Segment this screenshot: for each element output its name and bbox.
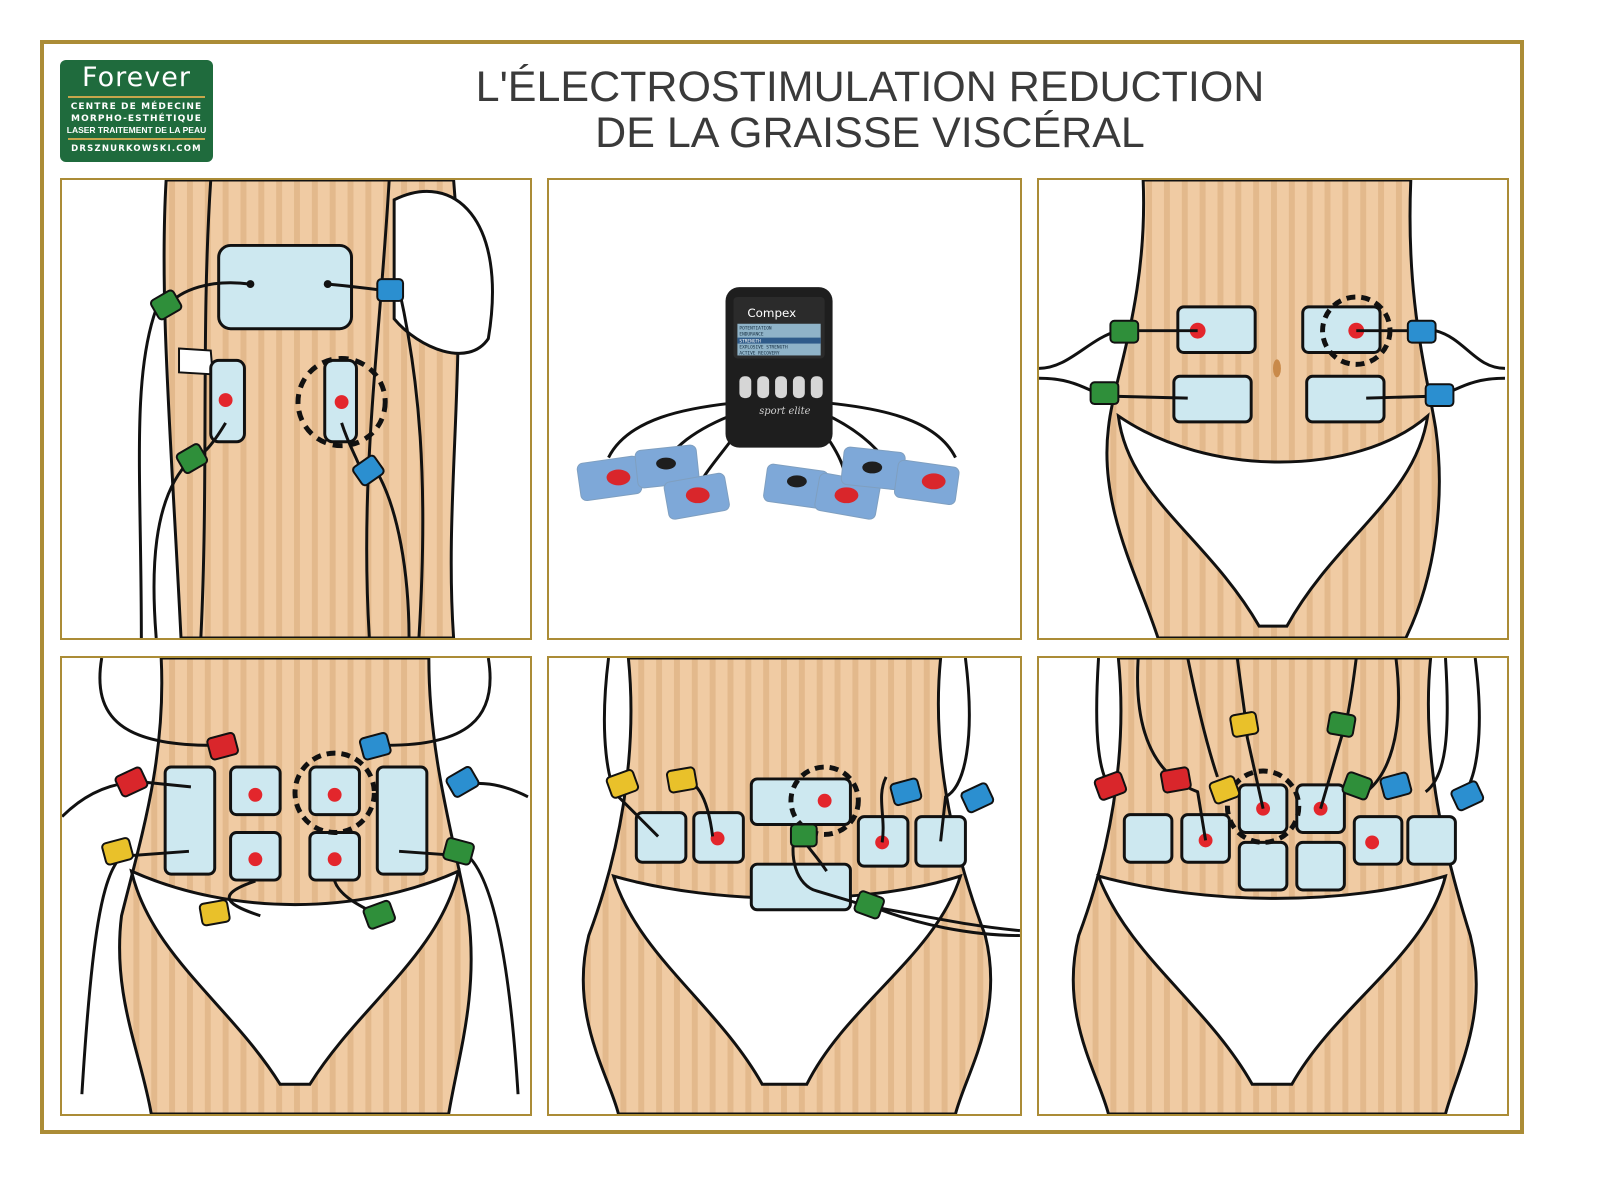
lower-abdomen-c-illustration <box>1071 658 1485 1114</box>
device-brand: Compex <box>747 306 796 320</box>
panel-front-waist <box>1037 178 1509 640</box>
clinic-logo: Forever CENTRE DE MÉDECINE MORPHO-ESTHÉT… <box>60 60 213 162</box>
device-menu-4: EXPLOSIVE STRENGTH <box>739 345 788 351</box>
logo-line-3: LASER TRAITEMENT DE LA PEAU <box>66 125 207 135</box>
page-title: L'ÉLECTROSTIMULATION REDUCTION DE LA GRA… <box>330 64 1410 156</box>
logo-line-1: CENTRE DE MÉDECINE <box>70 102 203 112</box>
logo-url: DRSZNURKOWSKI.COM <box>71 144 202 154</box>
panel-device: Compex POTENTIATION ENDURANCE STRENGTH E… <box>547 178 1022 640</box>
panel-lower-abdomen-a <box>60 656 532 1116</box>
side-view-illustration <box>137 180 494 638</box>
title-line-1: L'ÉLECTROSTIMULATION REDUCTION <box>475 63 1265 111</box>
logo-divider-2 <box>68 138 205 140</box>
device-menu-3: STRENGTH <box>739 339 761 345</box>
panel-lower-abdomen-c <box>1037 656 1509 1116</box>
lower-abdomen-a-illustration <box>62 658 529 1114</box>
logo-divider <box>68 96 205 98</box>
device-menu-1: POTENTIATION <box>739 326 771 332</box>
svg-text:POTENTIATION ENDURANCE: POTENTIATION ENDURANCE STRENGTH EXPLOSIV… <box>739 326 790 357</box>
panel-lower-abdomen-b <box>547 656 1022 1116</box>
lower-abdomen-b-illustration <box>581 658 1020 1114</box>
device-illustration: Compex POTENTIATION ENDURANCE STRENGTH E… <box>576 287 960 520</box>
device-model: sport elite <box>759 406 810 417</box>
logo-brand: Forever <box>82 62 191 93</box>
device-menu-5: ACTIVE RECOVERY <box>739 350 780 356</box>
device-menu-2: ENDURANCE <box>739 332 763 338</box>
title-line-2: DE LA GRAISSE VISCÉRAL <box>595 109 1145 157</box>
logo-line-2: MORPHO-ESTHÉTIQUE <box>71 114 202 124</box>
front-waist-illustration <box>1039 180 1506 638</box>
panel-side-view <box>60 178 532 640</box>
